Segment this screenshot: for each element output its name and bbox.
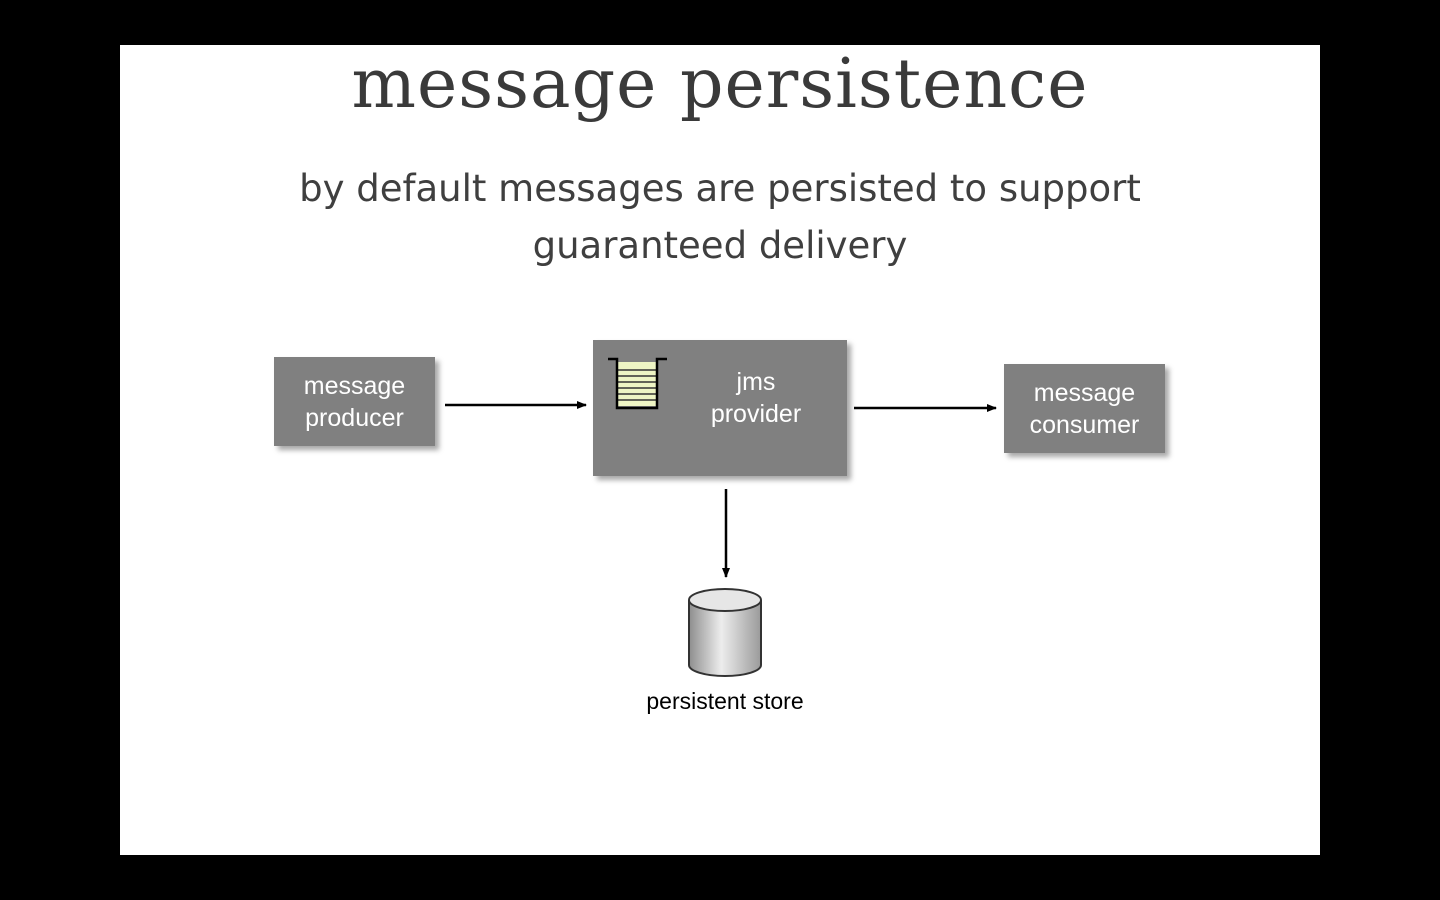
producer-label-line-1: message	[303, 371, 406, 400]
provider-label-line-1: jms	[736, 368, 776, 396]
queue-icon	[608, 357, 667, 410]
database-cylinder-icon	[688, 588, 762, 677]
diagram-arrows	[445, 401, 997, 578]
producer-label-line-2: producer	[305, 403, 404, 432]
slide: message persistence by default messages …	[120, 45, 1320, 855]
consumer-label-line-2: consumer	[1029, 410, 1140, 439]
slide-subtitle: by default messages are persisted to sup…	[120, 160, 1320, 274]
consumer-label-line-1: message	[1033, 378, 1136, 407]
subtitle-line-2: guaranteed delivery	[532, 224, 908, 267]
subtitle-line-1: by default messages are persisted to sup…	[299, 167, 1141, 210]
provider-label: jms provider	[629, 330, 883, 466]
slide-title: message persistence	[351, 45, 1089, 124]
provider-label-line-2: provider	[710, 400, 802, 428]
persistent-store-label: persistent store	[646, 688, 804, 714]
message-producer-box: message producer	[274, 357, 435, 446]
message-consumer-box: message consumer	[1004, 364, 1165, 453]
jms-provider-box: jms provider	[593, 340, 847, 476]
